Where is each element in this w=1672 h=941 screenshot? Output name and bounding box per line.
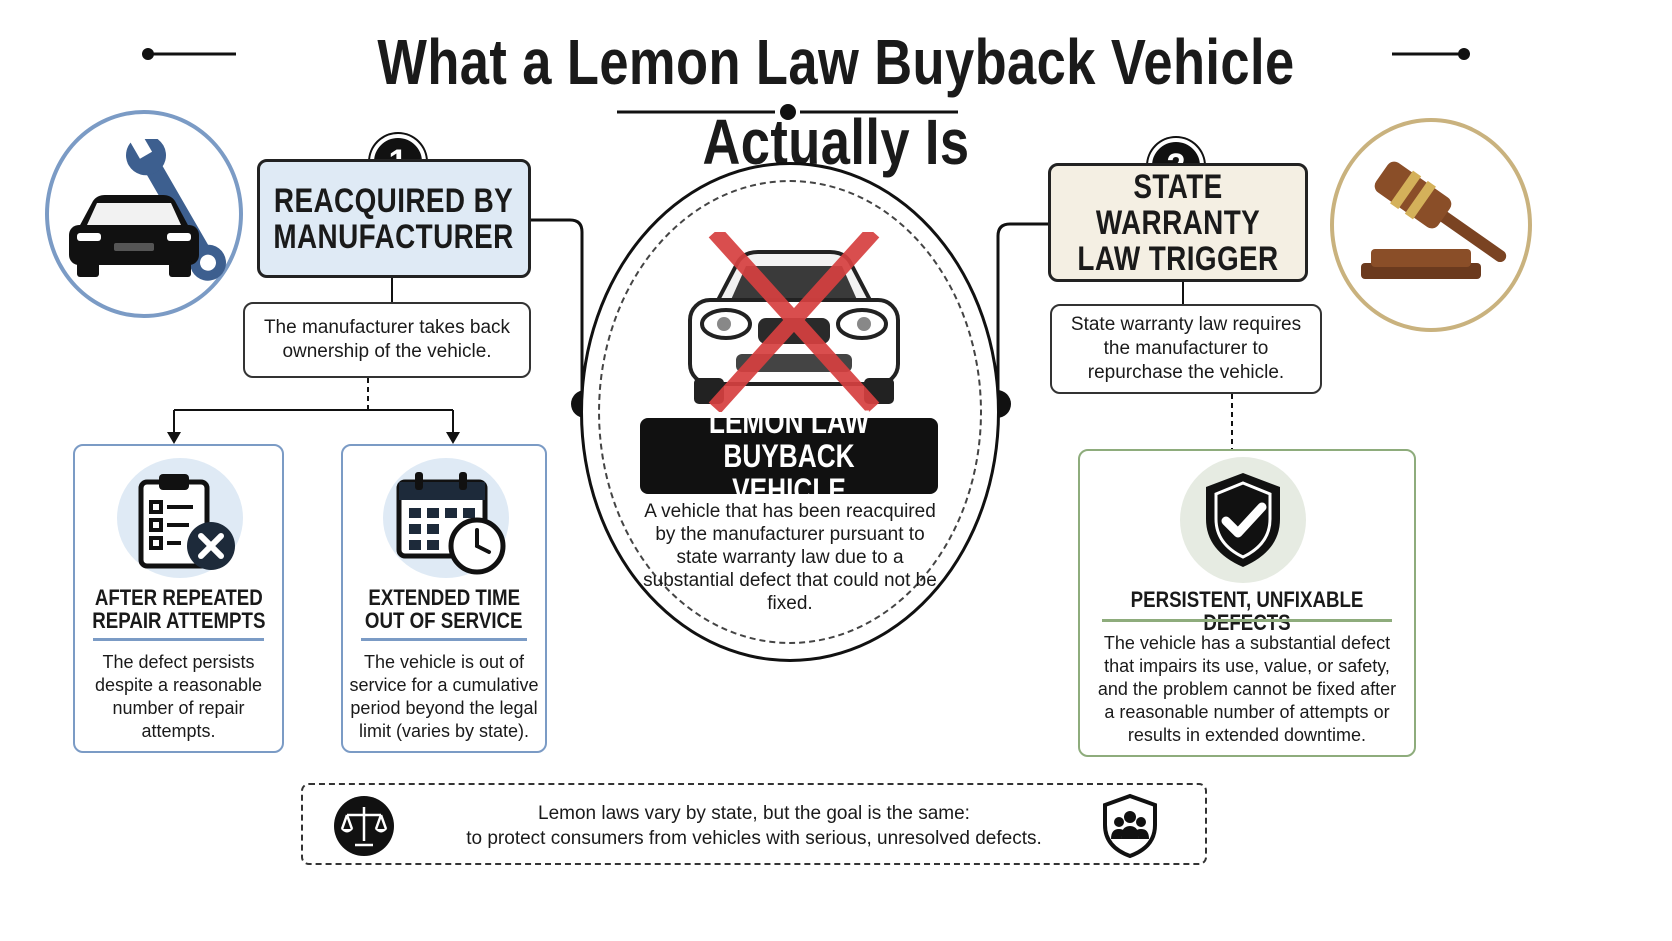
card-defects-body: The vehicle has a substantial defect tha… bbox=[1097, 633, 1397, 745]
shield-people-icon bbox=[1103, 793, 1157, 859]
shield-check-icon bbox=[1206, 473, 1280, 567]
step2-description: State warranty law requires the manufact… bbox=[1050, 304, 1322, 394]
card-time-title-line2: OUT OF SERVICE bbox=[365, 608, 523, 633]
step2-title-line2: LAW TRIGGER bbox=[1077, 239, 1279, 278]
footer-line2: to protect consumers from vehicles with … bbox=[466, 828, 1042, 849]
step1-title-line1: REACQUIRED BY bbox=[274, 181, 514, 220]
card-defects-title: PERSISTENT, UNFIXABLE DEFECTS bbox=[1130, 587, 1364, 635]
calendar-clock-icon bbox=[396, 472, 506, 575]
card-repairs-title-line1: AFTER REPEATED bbox=[94, 585, 263, 610]
step1-description: The manufacturer takes back ownership of… bbox=[243, 302, 531, 378]
footer-banner: Lemon laws vary by state, but the goal i… bbox=[301, 783, 1207, 865]
scales-icon bbox=[334, 796, 394, 856]
step2-title-line1: STATE WARRANTY bbox=[1095, 167, 1261, 242]
card-repairs-body: The defect persists despite a reasonable… bbox=[94, 652, 263, 741]
gavel-badge bbox=[1330, 118, 1532, 332]
page-title: What a Lemon Law Buyback Vehicle Actuall… bbox=[377, 26, 1295, 178]
car-wrench-icon bbox=[69, 139, 226, 281]
step2-title-box: STATE WARRANTY LAW TRIGGER bbox=[1048, 163, 1308, 282]
center-label: LEMON LAW BUYBACK VEHICLE bbox=[640, 405, 938, 507]
card-time-body: The vehicle is out of service for a cumu… bbox=[349, 652, 539, 741]
car-crossed-out-icon bbox=[688, 232, 900, 412]
center-label-line2: BUYBACK VEHICLE bbox=[723, 438, 855, 508]
footer-line1: Lemon laws vary by state, but the goal i… bbox=[538, 803, 970, 824]
card-repairs-title-line2: REPAIR ATTEMPTS bbox=[91, 608, 266, 633]
card-repeated-repairs: AFTER REPEATED REPAIR ATTEMPTS The defec… bbox=[73, 444, 284, 753]
card-time-title-line1: EXTENDED TIME bbox=[368, 585, 520, 610]
card-extended-time: EXTENDED TIME OUT OF SERVICE The vehicle… bbox=[341, 444, 547, 753]
center-label-line1: LEMON LAW bbox=[708, 404, 870, 440]
center-oval-dashed bbox=[598, 180, 982, 644]
clipboard-x-icon bbox=[138, 474, 235, 570]
gavel-icon bbox=[1361, 161, 1507, 279]
car-wrench-badge bbox=[45, 110, 243, 318]
step1-title-box: REACQUIRED BY MANUFACTURER bbox=[257, 159, 531, 278]
step1-title-line2: MANUFACTURER bbox=[273, 217, 515, 256]
card-persistent-defects: PERSISTENT, UNFIXABLE DEFECTS The vehicl… bbox=[1078, 449, 1416, 757]
center-description: A vehicle that has been reacquired by th… bbox=[643, 501, 937, 614]
